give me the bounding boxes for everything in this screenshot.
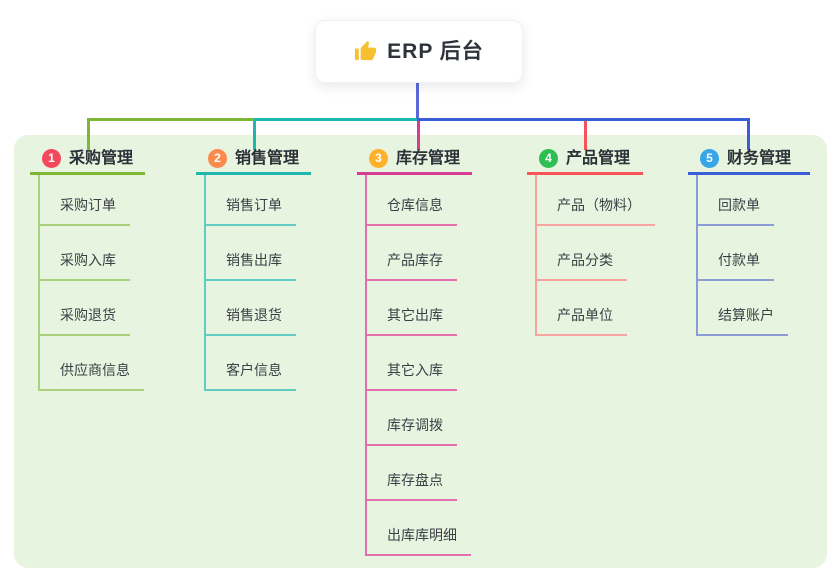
child-node[interactable]: 回款单: [698, 175, 774, 226]
branch-drop-sales: [253, 121, 256, 150]
child-node[interactable]: 结算账户: [698, 281, 788, 336]
thumbs-up-icon: [355, 40, 377, 61]
branch-children: 回款单付款单结算账户: [696, 175, 810, 336]
branch-children: 销售订单销售出库销售退货客户信息: [204, 175, 311, 391]
branch-header[interactable]: 5 财务管理: [688, 148, 810, 175]
branch-sales: 2 销售管理 销售订单销售出库销售退货客户信息: [196, 148, 311, 391]
child-node[interactable]: 采购退货: [40, 281, 130, 336]
branch-drop-purchase: [87, 121, 90, 150]
branch-children: 仓库信息产品库存其它出库其它入库库存调拨库存盘点出库库明细: [365, 175, 472, 556]
branch-number-badge: 1: [42, 148, 61, 168]
child-node[interactable]: 付款单: [698, 226, 774, 281]
child-node[interactable]: 其它入库: [367, 336, 457, 391]
child-node[interactable]: 客户信息: [206, 336, 296, 391]
branch-label: 产品管理: [566, 149, 631, 167]
branch-number-badge: 5: [700, 148, 719, 168]
root-title: ERP 后台: [387, 40, 484, 63]
child-node[interactable]: 其它出库: [367, 281, 457, 336]
branch-finance: 5 财务管理 回款单付款单结算账户: [688, 148, 810, 336]
root-node[interactable]: ERP 后台: [315, 20, 523, 83]
branch-header[interactable]: 4 产品管理: [527, 148, 643, 175]
child-node[interactable]: 产品（物料）: [537, 175, 655, 226]
branch-label: 财务管理: [727, 149, 792, 167]
branch-label: 库存管理: [396, 149, 461, 167]
child-node[interactable]: 仓库信息: [367, 175, 457, 226]
child-node[interactable]: 产品库存: [367, 226, 457, 281]
branch-label: 销售管理: [235, 149, 300, 167]
child-node[interactable]: 产品分类: [537, 226, 627, 281]
child-node[interactable]: 库存盘点: [367, 446, 457, 501]
branch-drop-finance: [747, 121, 750, 150]
branch-product: 4 产品管理 产品（物料）产品分类产品单位: [527, 148, 655, 336]
branch-number-badge: 2: [208, 148, 227, 168]
root-connector-line: [416, 82, 419, 118]
child-node[interactable]: 采购入库: [40, 226, 130, 281]
bus-segment-finance: [417, 118, 750, 121]
branches-panel: [14, 135, 827, 568]
branch-drop-product: [584, 121, 587, 150]
branch-children: 采购订单采购入库采购退货供应商信息: [38, 175, 145, 391]
child-node[interactable]: 出库库明细: [367, 501, 471, 556]
branch-purchase: 1 采购管理 采购订单采购入库采购退货供应商信息: [30, 148, 145, 391]
branch-header[interactable]: 3 库存管理: [357, 148, 472, 175]
branch-header[interactable]: 1 采购管理: [30, 148, 145, 175]
bus-segment-purchase: [87, 118, 256, 121]
child-node[interactable]: 产品单位: [537, 281, 627, 336]
child-node[interactable]: 库存调拨: [367, 391, 457, 446]
branch-children: 产品（物料）产品分类产品单位: [535, 175, 655, 336]
bus-segment-sales: [254, 118, 417, 121]
child-node[interactable]: 销售出库: [206, 226, 296, 281]
child-node[interactable]: 供应商信息: [40, 336, 144, 391]
branch-drop-inventory: [417, 121, 420, 150]
branch-inventory: 3 库存管理 仓库信息产品库存其它出库其它入库库存调拨库存盘点出库库明细: [357, 148, 472, 556]
child-node[interactable]: 销售订单: [206, 175, 296, 226]
branch-label: 采购管理: [69, 149, 134, 167]
branch-header[interactable]: 2 销售管理: [196, 148, 311, 175]
branch-number-badge: 3: [369, 148, 388, 168]
branch-number-badge: 4: [539, 148, 558, 168]
child-node[interactable]: 销售退货: [206, 281, 296, 336]
child-node[interactable]: 采购订单: [40, 175, 130, 226]
